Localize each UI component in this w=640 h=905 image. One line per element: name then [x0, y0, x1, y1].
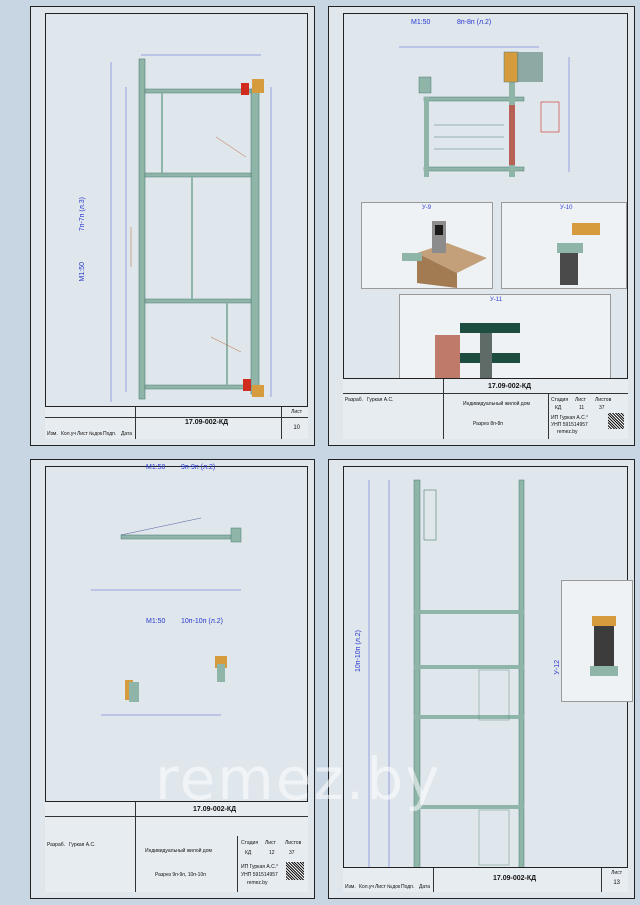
drawing-sheet-12: М1:50 9п-9п (л.2) М1:50 10п-10п (л.2) 17…: [30, 459, 315, 899]
stage-value: КД: [555, 405, 562, 411]
author-name: Гуркая А.С.: [69, 842, 96, 848]
tb-divider: [45, 816, 308, 817]
author-name: Гуркая А.С.: [367, 397, 394, 403]
detail-card-u10: У-10: [501, 202, 627, 289]
qr-code: [608, 413, 624, 429]
sheet-number: 12: [269, 850, 275, 856]
sheets-label: Листов: [595, 397, 612, 403]
drawing-code: 17.09-002-КД: [488, 383, 532, 390]
tb-divider: [281, 407, 282, 439]
drawing-code: 17.09-002-КД: [193, 806, 237, 813]
sheet-number: 13: [613, 880, 620, 886]
org-line-2: УНП 591514957: [241, 872, 278, 878]
drawing-code: 17.09-002-КД: [185, 419, 229, 426]
project-name: Индивидуальный жилой дом: [145, 848, 212, 854]
title-block: 17.09-002-КД Лист 10 Изм. Кол.уч Лист №д…: [45, 406, 308, 439]
tb-divider: [548, 393, 549, 439]
role-label: Разраб.: [47, 842, 66, 848]
scale-label-2: М1:50: [146, 618, 166, 625]
drawing-name: Разрез 8п-8п: [473, 421, 503, 427]
stage-label: Стадия: [551, 397, 569, 403]
org-line-3: remez.by: [247, 880, 268, 886]
tb-col-doc: №док: [89, 431, 103, 437]
tb-col-doc: №док: [387, 884, 401, 890]
tb-divider: [433, 868, 434, 892]
tb-divider: [45, 417, 308, 418]
detail-card-u11: У-11: [399, 294, 611, 392]
section-drawing-7p: [110, 54, 272, 402]
scale-label-1: М1:50: [146, 464, 166, 471]
detail-title-u11: У-11: [490, 297, 503, 303]
tb-col-izm: Изм.: [345, 884, 356, 890]
project-name: Индивидуальный жилой дом: [463, 401, 530, 407]
detail-title-u9: У-9: [422, 205, 432, 211]
tb-col-list: Лист: [375, 884, 386, 890]
tb-divider: [343, 393, 628, 394]
tb-divider: [601, 868, 602, 892]
section-drawing-9p-10p: [91, 517, 242, 716]
drawing-sheet-13: 10п-10п (л.2) У-12 17.09-002-КД Лист 13 …: [328, 459, 635, 899]
sheet-label: Лист: [575, 397, 586, 403]
section-label-2: 10п-10п (л.2): [181, 618, 224, 625]
tb-col-podp: Подп.: [401, 884, 415, 890]
sheets-total: 37: [289, 850, 295, 856]
title-block: 17.09-002-КД Лист 13 Изм. Кол.уч Лист №д…: [343, 867, 628, 892]
detail-3d-u9: [402, 221, 487, 288]
tb-col-list: Лист: [77, 431, 88, 437]
detail-3d-u12: [590, 616, 618, 676]
org-line-3: remez.by: [557, 429, 578, 435]
detail-3d-u11: [435, 323, 520, 388]
scale-label: М1:50: [411, 19, 431, 26]
sheet-label: Лист: [611, 870, 622, 876]
sheets-label: Листов: [285, 840, 302, 846]
detail-title-u10: У-10: [560, 205, 573, 211]
detail-card-u12: [561, 580, 633, 702]
title-block: 17.09-002-КД Индивидуальный жилой дом Ра…: [45, 801, 308, 892]
sheet-label: Лист: [291, 409, 302, 415]
sheet-number: 11: [579, 405, 585, 411]
stage-value: КД: [245, 850, 252, 856]
section-label-1: 9п-9п (л.2): [181, 464, 216, 471]
drawing-sheet-11: М1:50 8п-8п (л.2) У-9 У-10: [328, 6, 635, 446]
watermark: remez.by: [155, 745, 442, 813]
tb-col-data: Дата: [419, 884, 431, 890]
section-drawing-8p: [399, 46, 570, 177]
drawing-name: Разрез 9п-9п, 10п-10п: [155, 872, 206, 878]
org-line-1: ИП Гуркая А.С.°: [241, 864, 279, 870]
drawing-code: 17.09-002-КД: [493, 875, 537, 882]
tb-divider: [135, 407, 136, 439]
section-label: 8п-8п (л.2): [457, 19, 492, 26]
detail-3d-u10: [557, 223, 600, 285]
detail-card-u9: У-9: [361, 202, 493, 289]
sheet-label: Лист: [265, 840, 276, 846]
tb-divider: [443, 379, 444, 439]
tb-divider: [135, 802, 136, 892]
drawing-sheet-10: М1:50 7п-7п (л.3) 17.09-002-КД Лист 10 И…: [30, 6, 315, 446]
tb-col-izm: Изм.: [47, 431, 58, 437]
tb-col-data: Дата: [121, 431, 133, 437]
tb-col-kol: Кол.уч: [61, 431, 76, 437]
tb-divider: [237, 836, 238, 892]
stage-label: Стадия: [241, 840, 259, 846]
sheet-number: 10: [293, 425, 300, 431]
sheets-total: 37: [599, 405, 605, 411]
tb-col-podp: Подп.: [103, 431, 117, 437]
qr-code: [286, 862, 304, 880]
title-block: 17.09-002-КД Индивидуальный жилой дом Ра…: [343, 378, 628, 439]
role-label: Разраб.: [345, 397, 364, 403]
tb-col-kol: Кол.уч: [359, 884, 374, 890]
org-line-2: УНП 591514957: [551, 422, 588, 428]
org-line-1: ИП Гуркая А.С.°: [551, 415, 589, 421]
